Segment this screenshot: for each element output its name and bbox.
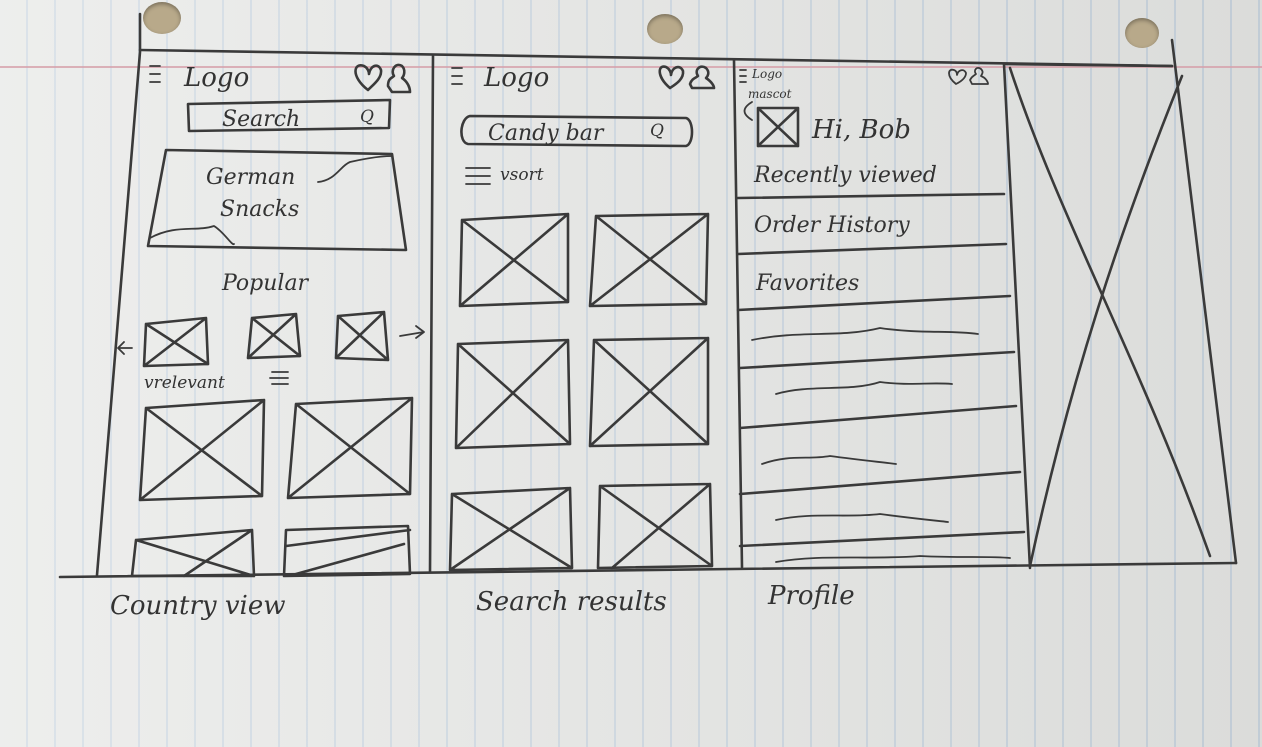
search-icon[interactable]: Q <box>360 107 374 127</box>
list-item[interactable] <box>761 455 897 465</box>
mascot-pointer <box>743 101 753 121</box>
logo: Logo <box>483 63 549 93</box>
caption-search-results: Search results <box>476 587 667 617</box>
search-input[interactable]: Candy bar <box>488 121 605 146</box>
screen-placeholder <box>1008 66 1212 568</box>
hero-title-line1: German <box>206 165 295 190</box>
caption-profile: Profile <box>767 581 855 611</box>
screen-search-results: Logo Candy bar Q vsort <box>448 63 716 617</box>
greeting: Hi, Bob <box>811 115 911 145</box>
menu-item-recently-viewed[interactable]: Recently viewed <box>753 163 937 188</box>
logo: Logo <box>751 67 782 81</box>
sort-label[interactable]: vsort <box>500 165 544 185</box>
logo: Logo <box>183 63 249 93</box>
divider <box>736 192 1006 200</box>
list-item[interactable] <box>775 555 1011 563</box>
menu-item-label: Favorites <box>755 271 859 296</box>
result-tile-2[interactable] <box>588 212 710 308</box>
favorites-list <box>738 327 1026 563</box>
result-tile-6[interactable] <box>596 482 714 570</box>
user-icon[interactable] <box>969 67 989 85</box>
heart-icon[interactable] <box>354 64 383 92</box>
hamburger-icon[interactable] <box>739 69 747 83</box>
sort-control[interactable]: vsort <box>465 165 544 185</box>
divider <box>736 242 1008 256</box>
placeholder-cross-line <box>1008 66 1212 558</box>
punch-hole-center <box>647 14 683 44</box>
product-tile-3[interactable] <box>130 528 256 578</box>
result-tile-4[interactable] <box>588 336 710 448</box>
divider <box>736 294 1012 312</box>
arrow-right-icon[interactable] <box>399 325 425 339</box>
carousel-image-3[interactable] <box>334 310 390 362</box>
hamburger-icon[interactable] <box>149 65 161 83</box>
filter-icon[interactable] <box>269 371 289 385</box>
user-icon[interactable] <box>386 63 412 94</box>
arrow-left-icon[interactable] <box>117 341 133 355</box>
hero-title-line2: Snacks <box>220 197 299 222</box>
sort-label[interactable]: vrelevant <box>144 373 225 393</box>
list-item[interactable] <box>751 327 979 341</box>
menu-item-label: Order History <box>754 213 910 238</box>
carousel-image-2[interactable] <box>246 312 302 360</box>
screen-profile: Logo mascot Hi, Bob Recently viewed Orde… <box>736 67 1026 611</box>
product-tile-2[interactable] <box>286 396 414 500</box>
menu-item-favorites[interactable]: Favorites <box>755 271 859 296</box>
sort-control[interactable]: vrelevant <box>144 371 289 393</box>
search-icon[interactable]: Q <box>650 121 664 141</box>
hero-banner[interactable]: German Snacks <box>146 148 408 252</box>
search-bar[interactable]: Candy bar Q <box>460 114 694 148</box>
heart-icon[interactable] <box>948 68 967 85</box>
list-item[interactable] <box>775 513 949 523</box>
divider <box>738 350 1016 370</box>
margin-line <box>0 66 1262 68</box>
caption-country-view: Country view <box>110 591 286 621</box>
user-icon[interactable] <box>688 65 716 90</box>
result-tile-5[interactable] <box>448 486 574 572</box>
list-item[interactable] <box>775 381 953 395</box>
placeholder-cross-line <box>1028 74 1184 568</box>
screen-country-view: Logo Search Q German Snacks Popular <box>110 63 425 621</box>
filter-icon[interactable] <box>465 167 491 185</box>
heart-icon[interactable] <box>658 65 685 90</box>
punch-hole-right <box>1125 18 1159 48</box>
section-title-popular: Popular <box>221 271 310 296</box>
menu-item-order-history[interactable]: Order History <box>754 213 910 238</box>
mascot-avatar <box>756 106 800 148</box>
mascot-label: mascot <box>748 87 792 101</box>
menu-item-label: Recently viewed <box>753 163 937 188</box>
divider <box>738 404 1018 430</box>
result-tile-1[interactable] <box>458 212 570 308</box>
outer-frame <box>58 12 1238 579</box>
carousel-image-1[interactable] <box>142 316 210 368</box>
punch-hole-left <box>143 2 181 34</box>
divider <box>738 470 1022 496</box>
search-input[interactable]: Search <box>222 107 300 132</box>
divider <box>738 530 1026 548</box>
search-bar[interactable]: Search Q <box>186 98 392 133</box>
result-tile-3[interactable] <box>454 338 572 450</box>
product-tile-4[interactable] <box>282 524 412 578</box>
hamburger-icon[interactable] <box>451 67 463 85</box>
product-tile-1[interactable] <box>138 398 266 502</box>
